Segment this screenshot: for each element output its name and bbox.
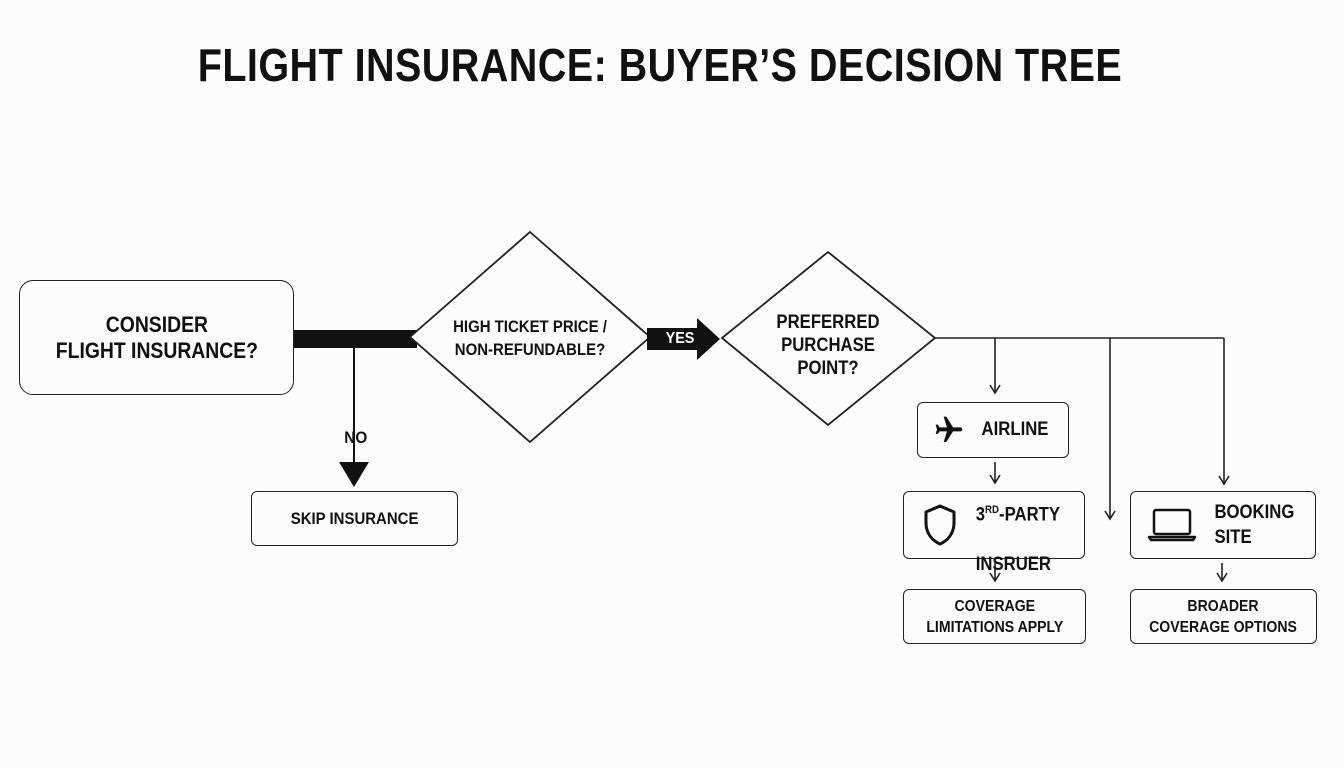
node-consider-flight-insurance: CONSIDER FLIGHT INSURANCE? [19, 280, 294, 395]
decision-purchase-point-text: PREFERRED PURCHASE POINT? [776, 312, 880, 379]
edge-label-yes: YES [665, 330, 695, 347]
node-booking-site: BOOKING SITE [1130, 491, 1316, 559]
node-skip-insurance: SKIP INSURANCE [251, 491, 458, 546]
connector-start-to-price [293, 330, 417, 348]
diamond-purchase-point [720, 250, 937, 427]
shield-icon [922, 503, 958, 547]
diamond-high-ticket-price [408, 230, 652, 444]
edge-label-no: NO [344, 428, 368, 447]
arrowhead-no [339, 462, 369, 487]
decision-high-ticket-price-text: HIGH TICKET PRICE / NON-REFUNDABLE? [453, 317, 607, 359]
arrow-yes [647, 318, 720, 360]
node-third-party-insurer: 3RD-PARTY INSRUER [903, 491, 1085, 575]
node-broader-coverage: BROADER COVERAGE OPTIONS [1130, 589, 1317, 644]
node-airline: AIRLINE [917, 402, 1069, 458]
airplane-icon [933, 414, 965, 446]
laptop-icon [1147, 507, 1197, 543]
node-coverage-limitations: COVERAGE LIMITATIONS APPLY [903, 589, 1086, 644]
diagram-title: FLIGHT INSURANCE: BUYER’S DECISION TREE [197, 39, 1123, 91]
